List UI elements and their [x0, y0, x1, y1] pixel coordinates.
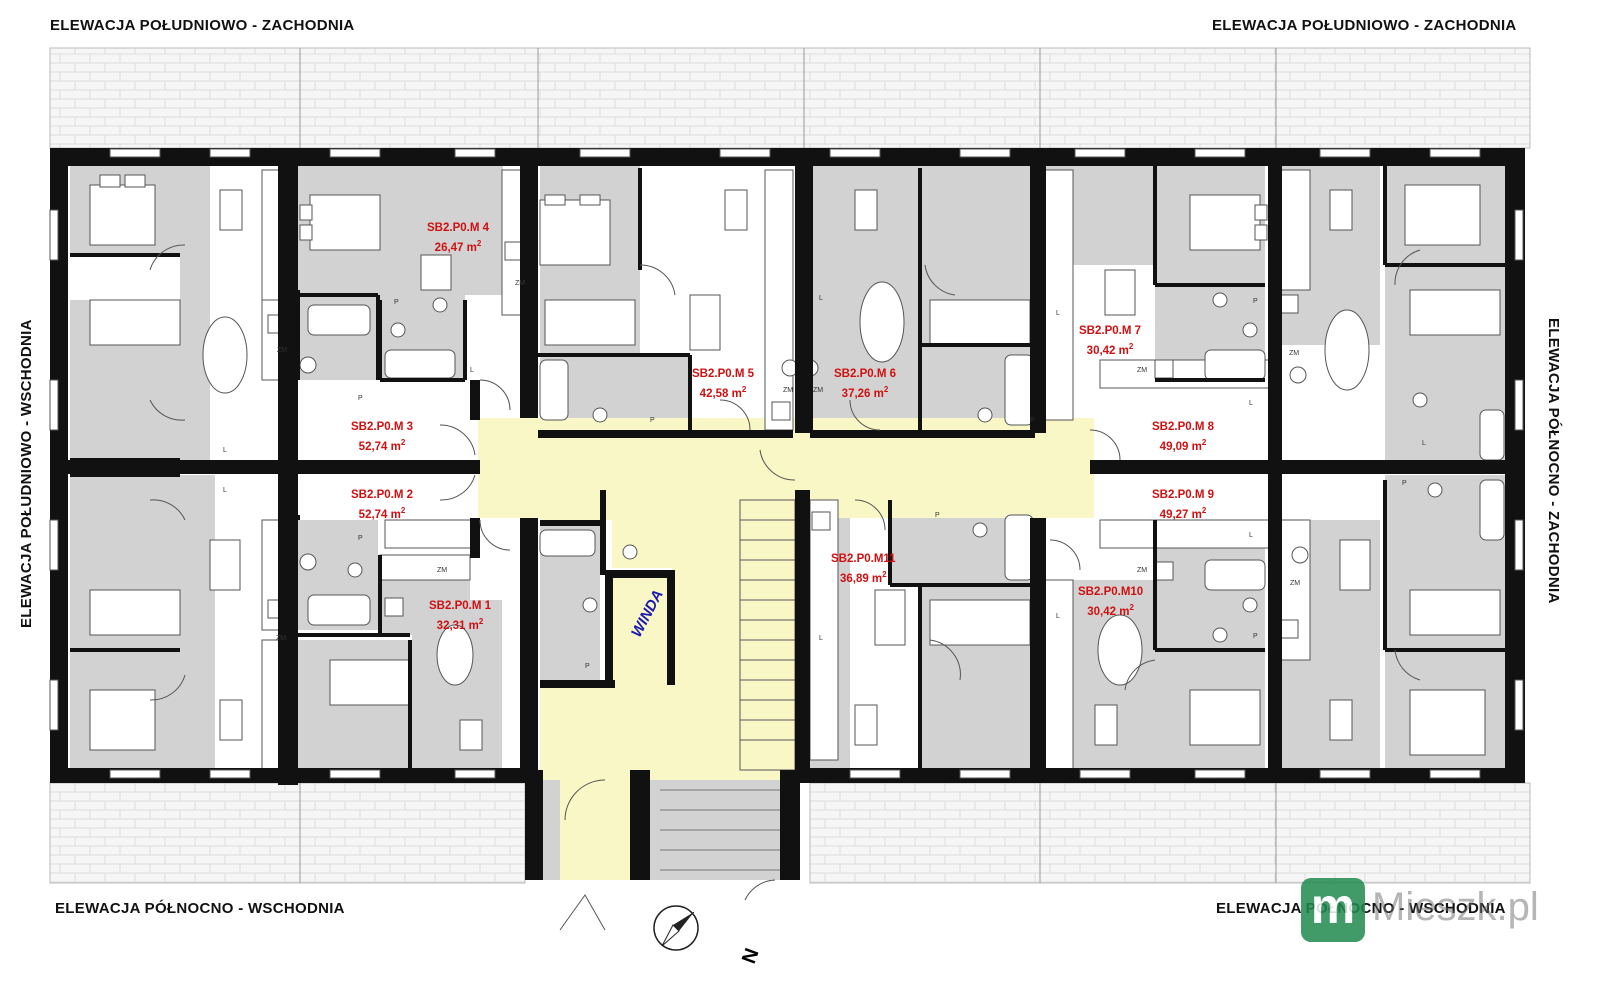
door-swings — [149, 244, 1421, 931]
l-tag: L — [1249, 532, 1253, 539]
windows — [49, 148, 1524, 779]
zm-tag: ZM — [437, 567, 447, 574]
zm-tag: ZM — [1137, 567, 1147, 574]
terraces — [49, 47, 1531, 884]
l-tag: L — [223, 447, 227, 454]
p-tag: P — [358, 395, 363, 402]
p-tag: P — [1253, 633, 1258, 640]
l-tag: L — [223, 487, 227, 494]
elevation-left: ELEWACJA POŁUDNIOWO - WSCHODNIA — [18, 319, 35, 628]
zm-tag: ZM — [1290, 580, 1300, 587]
interior-walls — [70, 165, 1505, 775]
p-tag: P — [358, 535, 363, 542]
elevation-top-right: ELEWACJA POŁUDNIOWO - ZACHODNIA — [1212, 17, 1517, 34]
zm-tag: ZM — [276, 635, 286, 642]
p-tag: P — [585, 663, 590, 670]
l-tag: L — [1249, 400, 1253, 407]
l-tag: L — [819, 635, 823, 642]
l-tag: L — [1056, 613, 1060, 620]
elevation-bottom-left: ELEWACJA PÓŁNOCNO - WSCHODNIA — [55, 900, 345, 917]
p-tag: P — [394, 299, 399, 306]
zm-tag: ZM — [277, 347, 287, 354]
compass-icon — [653, 905, 699, 951]
l-tag: L — [1422, 440, 1426, 447]
zm-tag: ZM — [783, 387, 793, 394]
l-tag: L — [470, 367, 474, 374]
p-tag: P — [935, 512, 940, 519]
elevation-top-left: ELEWACJA POŁUDNIOWO - ZACHODNIA — [50, 17, 355, 34]
zm-tag: ZM — [813, 387, 823, 394]
zm-tag: ZM — [515, 280, 525, 287]
walls — [50, 148, 1525, 880]
p-tag: P — [1030, 417, 1035, 424]
l-tag: L — [819, 295, 823, 302]
elevation-right: ELEWACJA PÓŁNOCNO - ZACHODNIA — [1545, 318, 1562, 604]
p-tag: P — [1253, 298, 1258, 305]
p-tag: P — [650, 417, 655, 424]
zm-tag: ZM — [1137, 367, 1147, 374]
watermark-brand: Mieszk.pl — [1372, 885, 1539, 929]
l-tag: L — [1056, 310, 1060, 317]
watermark-logo: m — [1301, 878, 1365, 942]
p-tag: P — [1402, 480, 1407, 487]
zm-tag: ZM — [1289, 350, 1299, 357]
